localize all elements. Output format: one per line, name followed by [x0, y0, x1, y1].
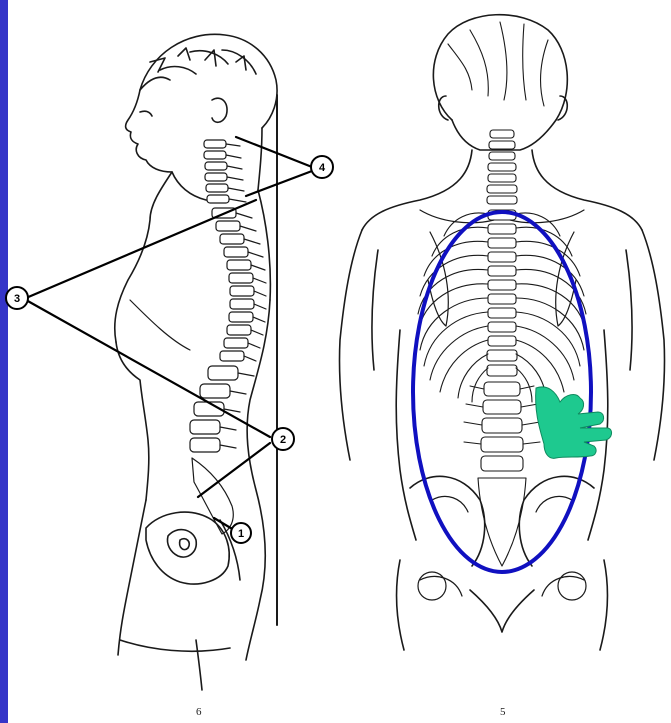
back-view-figure-number: 5 — [500, 706, 506, 718]
callout-1-label: 1 — [238, 528, 244, 540]
callout-3: 3 — [6, 287, 28, 309]
callout-leader-lines — [26, 137, 312, 530]
pointing-hand-icon — [536, 387, 612, 458]
callout-3-label: 3 — [14, 293, 20, 305]
back-view-spine — [418, 130, 586, 566]
callout-1: 1 — [231, 523, 251, 543]
callout-4-label: 4 — [319, 162, 326, 174]
side-view-figure-number: 6 — [196, 706, 202, 718]
callout-2: 2 — [272, 428, 294, 450]
callout-4: 4 — [311, 156, 333, 178]
callout-markers: 1 2 3 4 — [6, 156, 333, 543]
callout-2-label: 2 — [280, 434, 286, 446]
side-view-figure — [115, 34, 277, 690]
